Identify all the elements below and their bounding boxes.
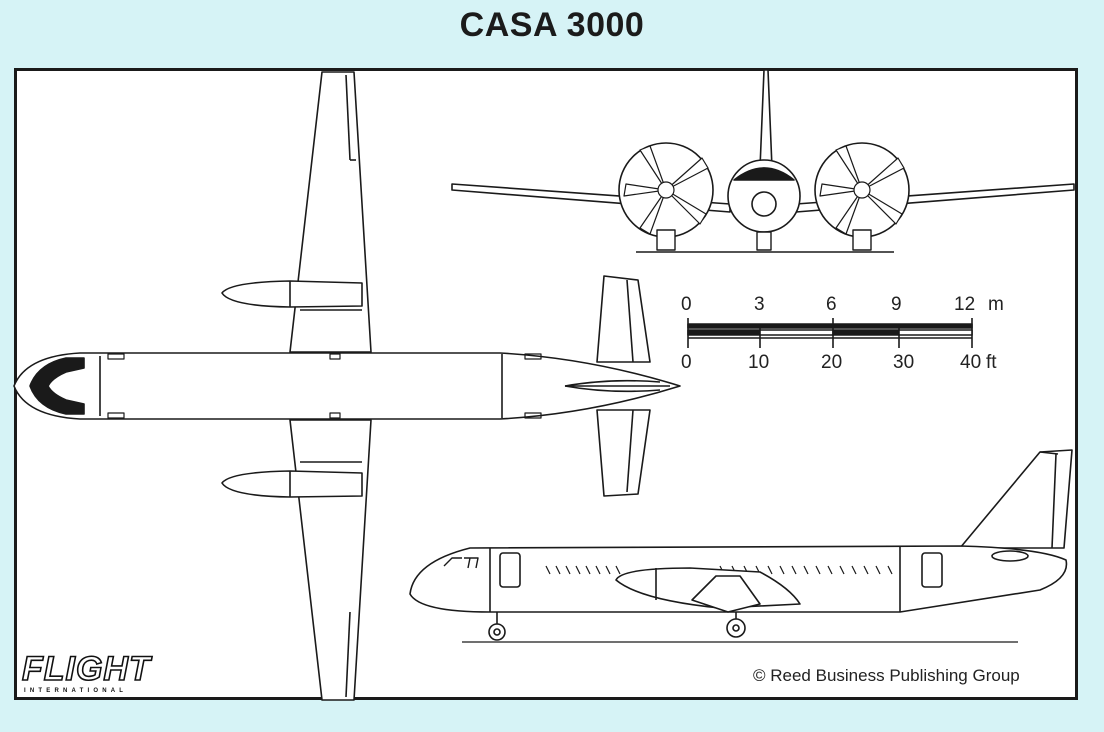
top-view [13,71,681,701]
scale-imperial-tick: 10 [748,352,770,373]
scale-metric-unit: m [988,294,1004,315]
side-view-fin [959,449,1073,549]
scale-metric-tick: 3 [754,294,765,315]
scale-imperial-tick: 30 [893,352,915,373]
top-view-lower-nacelle [221,470,363,498]
top-view-cockpit [29,357,85,415]
scale-bar [687,318,973,348]
top-view-fuselage [13,352,681,420]
side-view-rear-door [921,552,943,588]
scale-metric-tick: 12 [954,294,976,315]
top-view-upper-tailplane [596,275,651,363]
scale-imperial-tick: 40 [960,352,982,373]
diagram-title: CASA 3000 [459,6,645,44]
side-view-wing [691,575,761,613]
top-view-lower-tailplane [596,409,651,497]
scale-metric-tick: 0 [681,294,692,315]
scale-imperial-tick: 20 [821,352,843,373]
scale-metric-tick: 6 [826,294,837,315]
side-view-windows [545,565,893,575]
flight-logo-subtitle: INTERNATIONAL [24,688,128,694]
top-view-upper-nacelle [221,280,363,308]
front-view-fin [759,69,773,169]
side-view [409,449,1073,643]
side-view-front-door [499,552,521,588]
scale-imperial-tick: 0 [681,352,692,373]
front-view-windscreen [733,167,795,181]
front-view [451,69,1075,253]
side-view-landing-gear [488,612,746,641]
flight-logo: FLIGHT [21,649,151,689]
scale-imperial-unit: ft [986,352,997,373]
copyright-notice: © Reed Business Publishing Group [753,666,1020,685]
scale-metric-tick: 9 [891,294,902,315]
